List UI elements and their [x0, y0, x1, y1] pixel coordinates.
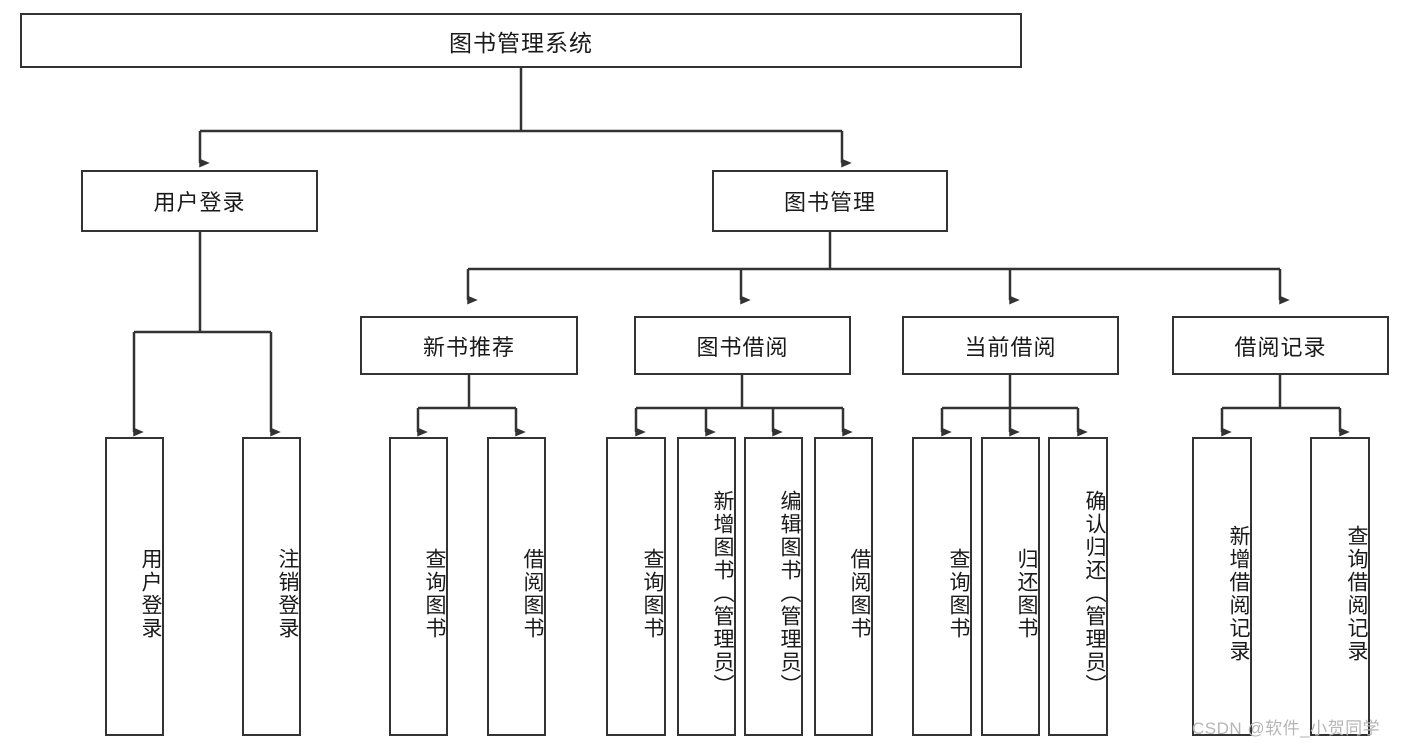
- node-label: 编辑图书（管理员）: [778, 490, 801, 697]
- node-label: 用户登录: [153, 190, 246, 215]
- node-label: 查询图书: [423, 547, 446, 640]
- node-label: 新增借阅记录: [1227, 524, 1250, 663]
- node-label: 借阅记录: [1234, 334, 1327, 360]
- node-label: 用户登录: [139, 547, 162, 640]
- leaf-records-query[interactable]: 查询借阅记录: [1310, 437, 1370, 736]
- node-label: 新增图书（管理员）: [711, 490, 734, 697]
- node-label: 借阅图书: [848, 547, 871, 640]
- leaf-borrow-add-book[interactable]: 新增图书（管理员）: [677, 437, 736, 736]
- node-label: 归还图书: [1015, 547, 1038, 640]
- node-book-borrow[interactable]: 图书借阅: [634, 316, 851, 375]
- leaf-user-login-login[interactable]: 用户登录: [105, 437, 164, 736]
- node-label: 查询借阅记录: [1345, 524, 1368, 663]
- leaf-records-add[interactable]: 新增借阅记录: [1192, 437, 1252, 736]
- csdn-watermark: CSDN @软件_小贺同学: [1192, 714, 1380, 739]
- leaf-borrow-query-book[interactable]: 查询图书: [606, 437, 666, 736]
- node-label: 借阅图书: [521, 547, 544, 640]
- leaf-new-book-borrow[interactable]: 借阅图书: [487, 437, 546, 736]
- node-label: 查询图书: [947, 547, 970, 640]
- node-label: 图书借阅: [696, 334, 789, 360]
- node-user-login[interactable]: 用户登录: [81, 170, 318, 232]
- node-label: 图书管理系统: [449, 29, 593, 56]
- leaf-borrow-borrow-book[interactable]: 借阅图书: [814, 437, 873, 736]
- leaf-borrow-edit-book[interactable]: 编辑图书（管理员）: [744, 437, 803, 736]
- leaf-current-query-book[interactable]: 查询图书: [912, 437, 972, 736]
- node-current-borrow[interactable]: 当前借阅: [902, 316, 1119, 375]
- node-book-management[interactable]: 图书管理: [712, 170, 948, 232]
- node-label: 当前借阅: [964, 334, 1057, 360]
- node-label: 查询图书: [641, 547, 664, 640]
- watermark-text: CSDN @软件_小贺同学: [1192, 719, 1381, 738]
- node-label: 图书管理: [783, 190, 876, 215]
- node-root-system[interactable]: 图书管理系统: [20, 13, 1022, 68]
- node-label: 确认归还（管理员）: [1083, 490, 1106, 697]
- leaf-new-book-query[interactable]: 查询图书: [389, 437, 448, 736]
- node-label: 注销登录: [276, 547, 299, 640]
- node-label: 新书推荐: [422, 334, 515, 360]
- leaf-user-login-logout[interactable]: 注销登录: [242, 437, 301, 736]
- node-borrow-records[interactable]: 借阅记录: [1172, 316, 1389, 375]
- node-new-book-recommend[interactable]: 新书推荐: [360, 316, 578, 375]
- leaf-current-confirm-return[interactable]: 确认归还（管理员）: [1048, 437, 1108, 736]
- leaf-current-return-book[interactable]: 归还图书: [981, 437, 1040, 736]
